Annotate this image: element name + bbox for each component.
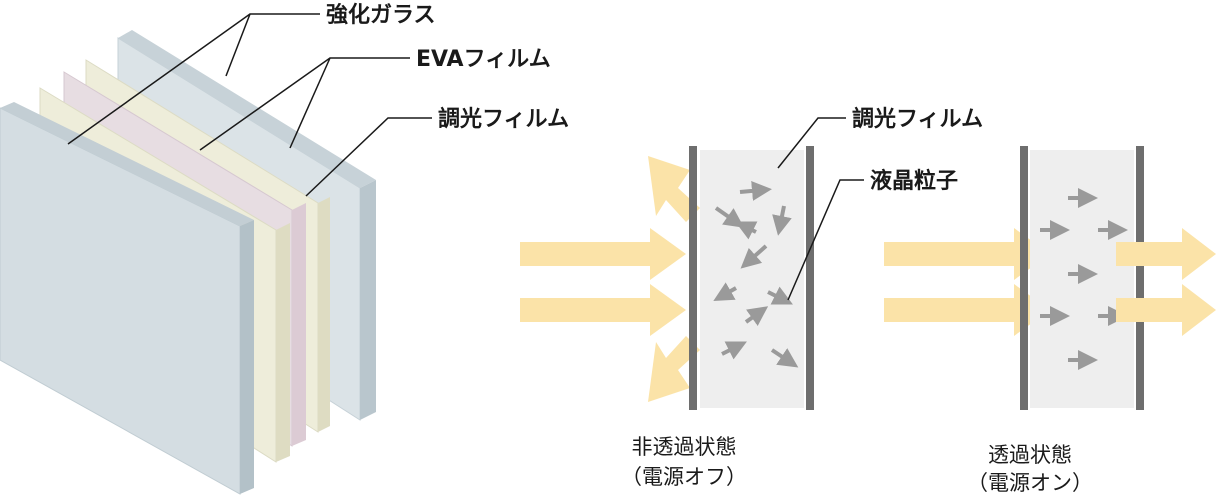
light-arrow-out-2 bbox=[1116, 284, 1216, 336]
middle-callout-lines bbox=[777, 117, 864, 301]
leader-eva-film-back bbox=[289, 57, 331, 149]
front-glass-panel bbox=[0, 102, 254, 495]
label-dimming-film-left: 調光フィルム bbox=[438, 106, 569, 132]
cell-on bbox=[1030, 150, 1134, 408]
light-arrow-in-2 bbox=[884, 284, 1050, 336]
particle bbox=[744, 306, 769, 326]
reflected-arrow-down bbox=[648, 336, 700, 402]
transmitted-light-arrows bbox=[1116, 228, 1216, 336]
light-arrow-in-1 bbox=[884, 228, 1050, 280]
light-arrow-in-2 bbox=[520, 284, 686, 336]
particle bbox=[770, 348, 799, 368]
label-dimming-film-right: 調光フィルム bbox=[852, 106, 983, 132]
label-tempered-glass: 強化ガラス bbox=[326, 2, 436, 28]
laminated-glass-stack bbox=[0, 30, 376, 495]
caption-off-line2: （電源オフ） bbox=[621, 465, 747, 489]
reflected-arrow-up bbox=[648, 156, 700, 222]
off-state-diagram bbox=[520, 146, 814, 410]
light-arrow-out-1 bbox=[1116, 228, 1216, 280]
particle bbox=[721, 341, 747, 360]
label-liquid-crystal: 液晶粒子 bbox=[870, 168, 958, 194]
leader-dimming-film-right bbox=[777, 117, 846, 169]
aligned-particles bbox=[1040, 188, 1128, 370]
leader-liquid-crystal bbox=[787, 179, 864, 301]
caption-on-line1: 透過状態 bbox=[988, 443, 1072, 467]
on-state-diagram bbox=[884, 146, 1216, 410]
particle bbox=[767, 286, 793, 305]
particle bbox=[713, 282, 737, 301]
electrode-left-on bbox=[1020, 146, 1028, 410]
leader-tempered-glass-back bbox=[225, 13, 251, 77]
particle bbox=[772, 205, 792, 236]
electrode-left-off bbox=[689, 146, 697, 410]
particle bbox=[735, 221, 758, 240]
incoming-light-arrows-off bbox=[520, 228, 686, 336]
caption-off-line1: 非透過状態 bbox=[632, 435, 737, 459]
reflected-light-arrows bbox=[648, 156, 700, 402]
left-callout-lines bbox=[67, 13, 432, 197]
incoming-light-arrows-on bbox=[884, 228, 1050, 336]
particle bbox=[714, 206, 745, 228]
caption-on-line2: （電源オン） bbox=[967, 471, 1093, 495]
cell-off bbox=[700, 150, 804, 408]
particle bbox=[739, 180, 772, 201]
random-particles bbox=[713, 180, 799, 368]
label-eva-film: EVAフィルム bbox=[416, 47, 551, 72]
electrode-right-off bbox=[806, 146, 814, 410]
light-arrow-in-1 bbox=[520, 228, 686, 280]
particle bbox=[740, 244, 768, 269]
leader-dimming-film bbox=[305, 117, 432, 197]
electrode-right-on bbox=[1136, 146, 1144, 410]
